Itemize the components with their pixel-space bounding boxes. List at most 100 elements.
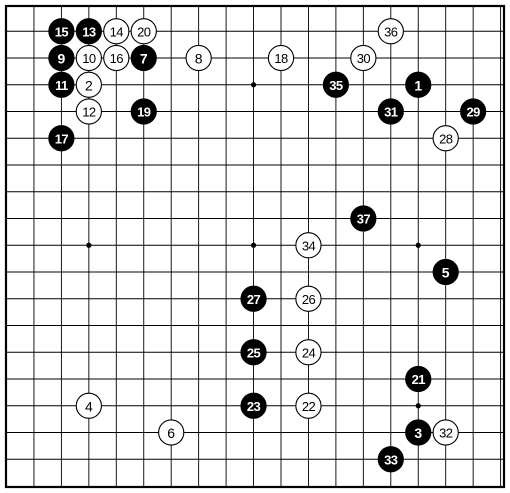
move-number: 33 bbox=[384, 452, 398, 467]
stone-black-1: 1 bbox=[405, 71, 432, 98]
stone-disc bbox=[377, 446, 404, 473]
stone-disc bbox=[130, 18, 157, 45]
move-number: 22 bbox=[302, 399, 316, 414]
move-number: 21 bbox=[412, 372, 426, 387]
stone-white-4: 4 bbox=[75, 392, 103, 419]
stone-white-20: 20 bbox=[130, 18, 157, 45]
stone-black-25: 25 bbox=[240, 339, 267, 366]
stone-black-15: 15 bbox=[48, 18, 75, 45]
stone-white-14: 14 bbox=[103, 18, 130, 45]
stone-white-16: 16 bbox=[103, 44, 130, 72]
move-number: 10 bbox=[82, 51, 96, 66]
stone-white-12: 12 bbox=[75, 98, 103, 125]
stone-disc bbox=[75, 44, 103, 72]
stone-black-35: 35 bbox=[322, 71, 349, 98]
stone-white-18: 18 bbox=[267, 44, 295, 72]
stone-disc bbox=[130, 44, 157, 72]
stone-disc bbox=[75, 98, 103, 125]
stone-disc bbox=[75, 392, 103, 419]
stone-white-26: 26 bbox=[295, 285, 322, 312]
stone-disc bbox=[295, 232, 322, 259]
stone-black-17: 17 bbox=[48, 125, 75, 152]
move-number: 34 bbox=[302, 238, 316, 253]
stone-white-2: 2 bbox=[75, 71, 103, 98]
stone-disc bbox=[48, 71, 75, 98]
stone-black-19: 19 bbox=[130, 98, 157, 125]
stone-black-5: 5 bbox=[432, 258, 459, 286]
stone-disc bbox=[405, 71, 432, 98]
move-number: 6 bbox=[167, 425, 175, 441]
move-number: 5 bbox=[442, 265, 450, 281]
stone-black-37: 37 bbox=[350, 205, 377, 232]
star-point bbox=[415, 403, 421, 409]
star-point bbox=[250, 82, 257, 88]
stone-black-3: 3 bbox=[405, 419, 432, 446]
stone-disc bbox=[350, 205, 377, 232]
stone-black-7: 7 bbox=[130, 44, 157, 72]
move-number: 7 bbox=[140, 51, 148, 67]
move-number: 8 bbox=[195, 51, 203, 67]
star-point bbox=[415, 242, 421, 248]
move-number: 30 bbox=[357, 51, 371, 66]
move-number: 13 bbox=[82, 24, 96, 39]
stone-disc bbox=[103, 44, 130, 72]
stone-disc bbox=[240, 339, 267, 366]
stone-white-36: 36 bbox=[377, 18, 404, 45]
stone-disc bbox=[405, 419, 432, 446]
move-number: 3 bbox=[414, 425, 422, 441]
stone-disc bbox=[185, 44, 212, 72]
stone-white-6: 6 bbox=[158, 419, 185, 446]
stone-black-21: 21 bbox=[405, 365, 432, 393]
stone-disc bbox=[75, 18, 102, 45]
move-number: 35 bbox=[329, 78, 343, 93]
stone-disc bbox=[158, 419, 185, 446]
move-number: 19 bbox=[137, 105, 151, 120]
stone-disc bbox=[130, 98, 157, 125]
move-number: 2 bbox=[85, 77, 93, 93]
stone-disc bbox=[48, 125, 75, 152]
move-number: 17 bbox=[55, 131, 69, 146]
stone-black-31: 31 bbox=[377, 98, 404, 125]
move-number: 31 bbox=[384, 105, 398, 120]
stone-disc bbox=[432, 419, 459, 446]
move-number: 4 bbox=[85, 398, 93, 414]
move-number: 20 bbox=[137, 24, 151, 39]
stone-disc bbox=[75, 71, 103, 98]
stone-white-32: 32 bbox=[432, 419, 459, 446]
stone-disc bbox=[350, 44, 377, 72]
stone-black-13: 13 bbox=[75, 18, 102, 45]
stone-disc bbox=[377, 18, 404, 45]
stone-disc bbox=[295, 285, 322, 312]
stone-disc bbox=[240, 392, 267, 419]
stone-disc bbox=[295, 339, 322, 366]
stone-disc bbox=[103, 18, 130, 45]
stone-white-34: 34 bbox=[295, 232, 322, 259]
move-number: 12 bbox=[82, 105, 96, 120]
move-number: 25 bbox=[247, 345, 261, 360]
stone-disc bbox=[267, 44, 295, 72]
stone-white-22: 22 bbox=[295, 392, 322, 419]
stone-disc bbox=[432, 125, 459, 152]
stone-black-9: 9 bbox=[48, 44, 75, 72]
move-number: 26 bbox=[302, 292, 316, 307]
move-number: 36 bbox=[384, 24, 398, 39]
move-number: 9 bbox=[58, 51, 66, 67]
board-border bbox=[4, 4, 506, 489]
stone-black-33: 33 bbox=[377, 446, 404, 473]
move-number: 18 bbox=[274, 51, 288, 66]
move-number: 24 bbox=[302, 345, 316, 360]
stone-disc bbox=[48, 44, 75, 72]
move-number: 23 bbox=[247, 399, 261, 414]
stone-black-27: 27 bbox=[240, 285, 267, 312]
move-number: 29 bbox=[467, 105, 481, 120]
stone-black-23: 23 bbox=[240, 392, 267, 419]
move-number: 14 bbox=[110, 24, 124, 39]
move-number: 16 bbox=[110, 51, 124, 66]
stone-white-10: 10 bbox=[75, 44, 103, 72]
stone-white-24: 24 bbox=[295, 339, 322, 366]
stone-white-30: 30 bbox=[350, 44, 377, 72]
stone-disc bbox=[295, 392, 322, 419]
stone-disc bbox=[405, 365, 432, 393]
